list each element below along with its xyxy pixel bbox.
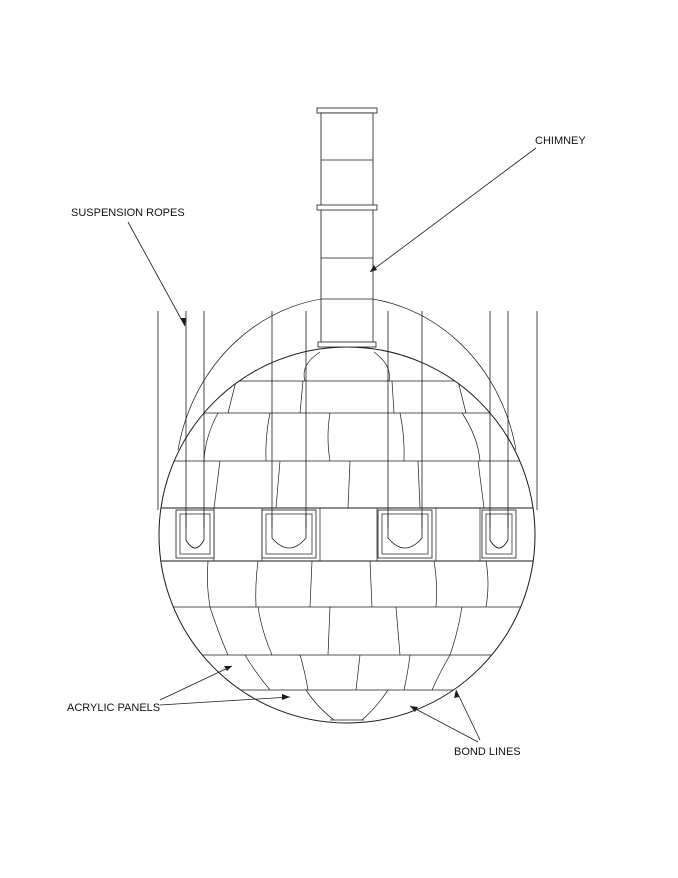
label-chimney: CHIMNEY xyxy=(535,135,586,147)
pocket-4 xyxy=(481,509,517,559)
chimney xyxy=(316,107,378,348)
label-acrylic-panels: ACRYLIC PANELS xyxy=(67,702,160,714)
chimney-sections xyxy=(321,159,373,300)
arrow-heads xyxy=(180,265,459,712)
chimney-base-flange xyxy=(317,341,377,348)
label-suspension-ropes: SUSPENSION ROPES xyxy=(71,207,185,219)
chimney-top-flange xyxy=(316,107,378,114)
sphere-outline xyxy=(158,346,536,724)
rope-attachment-pockets xyxy=(175,509,517,559)
leader-lines xyxy=(127,147,537,743)
pocket-3 xyxy=(377,509,433,559)
label-bond-lines: BOND LINES xyxy=(454,746,521,758)
equatorial-band xyxy=(159,507,535,562)
vertical-bond-lines xyxy=(203,351,489,721)
suspension-ropes xyxy=(157,311,538,528)
chimney-mid-flange xyxy=(316,204,378,211)
pocket-1 xyxy=(175,509,215,559)
pocket-2 xyxy=(261,509,317,559)
chimney-tube xyxy=(320,112,374,347)
